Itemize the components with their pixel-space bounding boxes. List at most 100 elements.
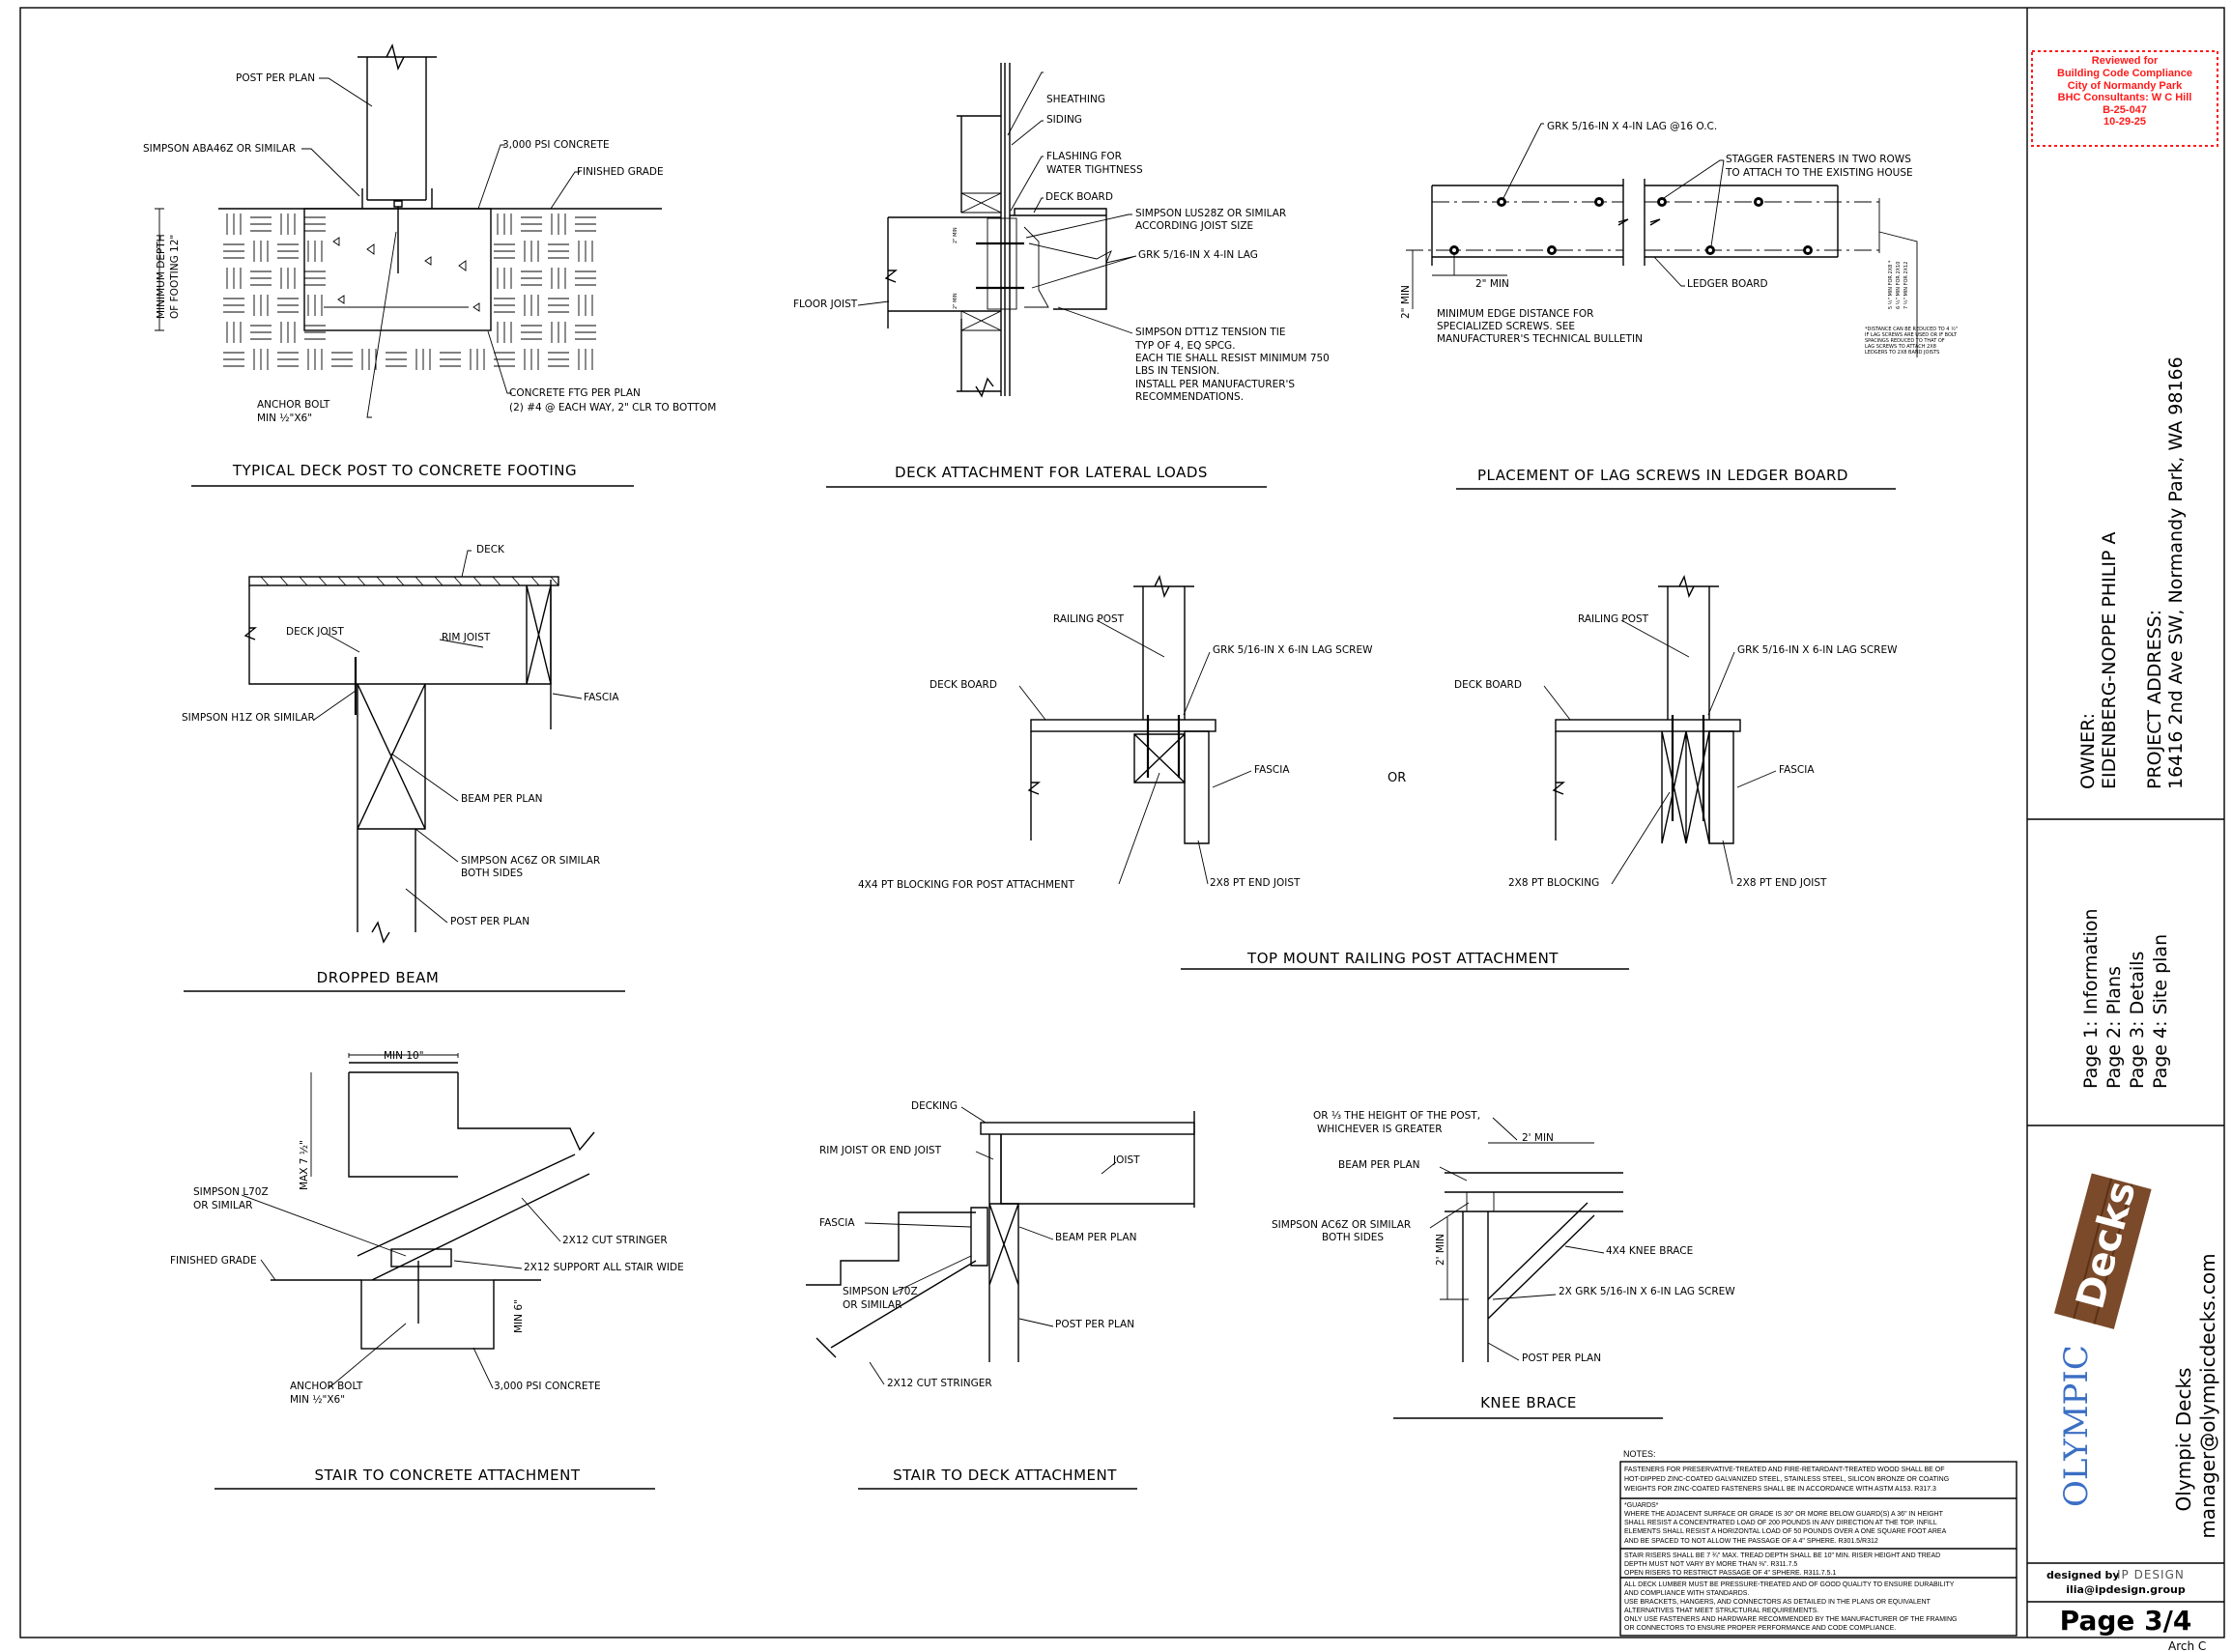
- detail-title: TOP MOUNT RAILING POST ATTACHMENT: [1246, 950, 1559, 967]
- label: (2) #4 @ EACH WAY, 2" CLR TO BOTTOM: [509, 402, 716, 413]
- stamp-line: Building Code Compliance: [2057, 68, 2192, 79]
- leaders: [241, 1194, 561, 1389]
- label: SPECIALIZED SCREWS. SEE: [1437, 321, 1575, 332]
- note-line: *GUARDS*: [1624, 1502, 1659, 1509]
- lag-screw-marks: [1449, 197, 1813, 255]
- label: MIN 6": [513, 1299, 525, 1333]
- label: 4X4 PT BLOCKING FOR POST ATTACHMENT: [858, 879, 1074, 891]
- label: ANCHOR BOLT: [290, 1381, 363, 1392]
- label: 3,000 PSI CONCRETE: [494, 1381, 601, 1392]
- blocking: [1133, 733, 1186, 783]
- label: POST PER PLAN: [1522, 1353, 1601, 1364]
- label: MINIMUM DEPTH: [156, 234, 167, 319]
- footnote: SPACINGS REDUCED TO THAT OF: [1865, 338, 1945, 344]
- footnote: *DISTANCE CAN BE REDUCED TO 4 ½": [1865, 326, 1958, 332]
- footnote: IF LAG SCREWS ARE USED OR IF BOLT: [1865, 332, 1958, 338]
- page-number: Page 3/4: [2060, 1605, 2192, 1637]
- label: SIMPSON LUS28Z OR SIMILAR: [1135, 208, 1286, 219]
- label: FLOOR JOIST: [793, 299, 858, 310]
- note-line: ONLY USE FASTENERS AND HARDWARE RECOMMEN…: [1624, 1616, 1957, 1623]
- end-joist: [1184, 730, 1210, 844]
- note-line: STAIR RISERS SHALL BE 7 ¾" MAX. TREAD DE…: [1624, 1552, 1940, 1559]
- label: SIMPSON H1Z OR SIMILAR: [182, 712, 315, 724]
- dimension-lines: [1440, 1142, 1594, 1300]
- joist: [1552, 731, 1565, 840]
- footnote: LAG SCREWS TO ATTACH 2X8: [1865, 344, 1936, 350]
- owner-label: OWNER:: [2077, 713, 2099, 789]
- leaders: [864, 1106, 1117, 1385]
- detail-knee-brace: OR ⅓ THE HEIGHT OF THE POST, WHICHEVER I…: [1272, 1110, 1735, 1419]
- label: FASCIA: [584, 692, 619, 703]
- stamp-line: B-25-047: [2103, 104, 2147, 116]
- house-wall: [957, 63, 1011, 398]
- detail-title: DECK ATTACHMENT FOR LATERAL LOADS: [895, 464, 1208, 481]
- decking: [980, 1122, 1195, 1135]
- detail-stair-deck: DECKING RIM JOIST OR END JOIST JOIST FAS…: [806, 1100, 1195, 1490]
- blocking: [987, 217, 1017, 310]
- label: 4X4 KNEE BRACE: [1606, 1245, 1693, 1257]
- designer-logo: IP DESIGN: [2117, 1568, 2185, 1581]
- label: BEAM PER PLAN: [1055, 1232, 1136, 1243]
- lag-screw-center: [1550, 248, 1554, 252]
- detail-title: STAIR TO CONCRETE ATTACHMENT: [315, 1467, 581, 1484]
- designer-email[interactable]: ilia@ipdesign.group: [2066, 1583, 2186, 1596]
- label: TO ATTACH TO THE EXISTING HOUSE: [1725, 167, 1913, 179]
- label: BOTH SIDES: [1322, 1232, 1384, 1243]
- label: RIM JOIST: [442, 632, 491, 643]
- label: 2" MIN: [1400, 285, 1412, 319]
- label: BEAM PER PLAN: [1338, 1159, 1419, 1171]
- leaders: [313, 550, 583, 924]
- lag-screw-center: [1757, 200, 1760, 204]
- end-joist: [1708, 730, 1734, 844]
- label: SIMPSON L70Z: [843, 1286, 918, 1297]
- dimension-line: [155, 208, 164, 331]
- label: 2' MIN: [1435, 1234, 1446, 1266]
- label: SHEATHING: [1046, 94, 1105, 105]
- logo-olympic-text: OLYMPIC: [2057, 1345, 2096, 1507]
- page-index-item: Page 3: Details: [2127, 952, 2148, 1089]
- lag-screw-center: [1660, 200, 1664, 204]
- label: MINIMUM EDGE DISTANCE FOR: [1437, 308, 1593, 320]
- anchor-bolt: [393, 200, 403, 273]
- label: 5 ½" MIN FOR 2X8 *: [1887, 260, 1894, 309]
- detail-ledger-lag-screws: GRK 5/16-IN X 4-IN LAG @16 O.C. STAGGER …: [1400, 121, 1958, 490]
- label: TYP OF 4, EQ SPCG.: [1134, 340, 1236, 352]
- label: SIMPSON DTT1Z TENSION TIE: [1135, 327, 1285, 338]
- lag-screw-center: [1597, 200, 1601, 204]
- label: DECKING: [911, 1100, 958, 1112]
- label: FLASHING FOR: [1046, 151, 1122, 162]
- railing-post: [1658, 574, 1719, 720]
- lag-screws: [1671, 715, 1705, 821]
- note-line: SHALL RESIST A CONCENTRATED LOAD OF 200 …: [1624, 1520, 1937, 1526]
- detail-title: PLACEMENT OF LAG SCREWS IN LEDGER BOARD: [1477, 467, 1848, 484]
- company-email[interactable]: manager@olympicdecks.com: [2196, 1253, 2219, 1538]
- deck-boards: [248, 576, 559, 586]
- page-index-item: Page 2: Plans: [2103, 966, 2125, 1089]
- stamp-line: 10-29-25: [2103, 116, 2146, 128]
- label: POST PER PLAN: [1055, 1319, 1134, 1330]
- label: 7 ½" MIN FOR 2X12: [1903, 262, 1909, 309]
- rim-joist: [526, 584, 552, 685]
- notes-block: NOTES: FASTENERS FOR PRESERVATIVE-TREATE…: [1619, 1449, 2017, 1637]
- label: 2X8 PT END JOIST: [1736, 877, 1827, 889]
- sheet-border: [19, 7, 2225, 1638]
- detail-railing-post: RAILING POST GRK 5/16-IN X 6-IN LAG SCRE…: [858, 574, 1898, 970]
- post-base-bracket: [361, 188, 433, 209]
- detail-title: STAIR TO DECK ATTACHMENT: [893, 1467, 1117, 1484]
- leaders: [301, 77, 580, 418]
- concrete-pad: [360, 1279, 495, 1350]
- label: MANUFACTURER'S TECHNICAL BULLETIN: [1437, 333, 1643, 345]
- project-address: 16416 2nd Ave SW, Normandy Park, WA 9816…: [2165, 356, 2187, 789]
- fastener-centerlines: [1406, 201, 1879, 251]
- label: 2" MIN: [953, 293, 959, 309]
- label: GRK 5/16-IN X 6-IN LAG SCREW: [1213, 644, 1373, 656]
- label: JOIST: [1112, 1154, 1140, 1166]
- label: MIN ½"X6": [290, 1394, 345, 1406]
- label: OR SIMILAR: [843, 1299, 901, 1311]
- company-name: Olympic Decks: [2172, 1368, 2195, 1512]
- label: 2X8 PT END JOIST: [1210, 877, 1301, 889]
- label: GRK 5/16-IN X 6-IN LAG SCREW: [1737, 644, 1898, 656]
- stair-treads: [348, 1062, 595, 1178]
- deck-board-joints: [260, 576, 559, 586]
- detail-dropped-beam: DECK DECK JOIST RIM JOIST FASCIA SIMPSON…: [182, 544, 625, 992]
